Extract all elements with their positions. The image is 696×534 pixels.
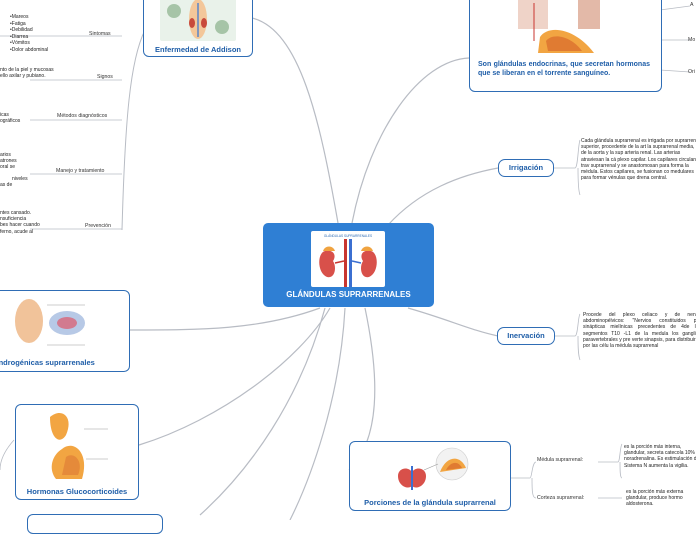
addison-node[interactable]: Enfermedad de Addison [143, 0, 253, 57]
endocrinas-side-label[interactable]: Ori [688, 69, 695, 75]
medula-text: es la porción más interna, glandular, se… [624, 444, 696, 469]
androgenic-image [7, 295, 87, 355]
endocrinas-side-label[interactable]: A [690, 2, 694, 8]
endocrinas-node[interactable]: Son glándulas endocrinas, que secretan h… [469, 0, 662, 92]
metodos-label[interactable]: Métodos diagnósticos [57, 113, 108, 119]
corteza-text: es la porción más externa glandular, pro… [626, 489, 684, 508]
androgenicas-node[interactable]: as Androgénicas suprarrenales [0, 290, 130, 372]
list-item: •Dolor abdominal [10, 46, 49, 53]
kidneys-illustration: GLÁNDULAS SUPRARRENALES [311, 231, 385, 287]
list-item: •Vómitos [10, 40, 30, 47]
list-item: •Mareos [10, 14, 29, 20]
prevencion-text: ntes cansado.nsuficiencia bes hacer cuan… [0, 210, 40, 235]
porciones-node[interactable]: Porciones de la glándula suprarrenal [349, 441, 511, 511]
partial-node[interactable] [27, 514, 163, 534]
endocrinas-title: Son glándulas endocrinas, que secretan h… [478, 61, 650, 77]
addison-title: Enfermedad de Addison [155, 45, 241, 54]
medula-label[interactable]: Médula suprarrenal: [537, 457, 584, 463]
gland-image [44, 409, 112, 481]
sintomas-label[interactable]: Sintomas [89, 31, 111, 37]
inervacion-node[interactable]: Inervación [497, 327, 555, 345]
body-figure-illustration [167, 0, 229, 39]
manejo-label[interactable]: Manejo y tratamiento [56, 168, 105, 174]
prevencion-label[interactable]: Prevención [85, 223, 111, 229]
irrigacion-text: Cada glándula suprarrenal es irrigada po… [581, 138, 696, 182]
list-item: •Fatiga [10, 20, 26, 27]
sintomas-list: •Mareos •Fatiga •Debilidad •Diarrea •Vóm… [10, 14, 48, 54]
androgenicas-title: as Androgénicas suprarrenales [0, 358, 95, 367]
irrigacion-node[interactable]: Irrigación [498, 159, 554, 177]
endocrine-image [478, 0, 602, 55]
porciones-title: Porciones de la glándula suprarrenal [364, 498, 496, 507]
addison-image [160, 0, 236, 41]
list-item: •Diarrea [10, 33, 29, 40]
inervacion-text: Procede del plexo celiaco y de nervio ab… [583, 312, 696, 350]
central-node[interactable]: GLÁNDULAS SUPRARRENALES GLÁNDULAS SUPRAR… [263, 223, 434, 307]
list-item: •Debilidad [10, 27, 33, 34]
connector-lines [0, 5, 691, 520]
central-title: GLÁNDULAS SUPRARRENALES [286, 290, 411, 299]
corteza-label[interactable]: Corteza suprarrenal: [537, 495, 585, 501]
porciones-image [394, 446, 470, 492]
svg-text:GLÁNDULAS SUPRARRENALES: GLÁNDULAS SUPRARRENALES [324, 234, 372, 238]
glucocorticoides-title: Hormonas Glucocorticoides [26, 487, 128, 496]
signos-label[interactable]: Signos [97, 74, 113, 80]
glucocorticoides-node[interactable]: Hormonas Glucocorticoides [15, 404, 139, 500]
endocrinas-side-label[interactable]: Mo [688, 37, 696, 43]
